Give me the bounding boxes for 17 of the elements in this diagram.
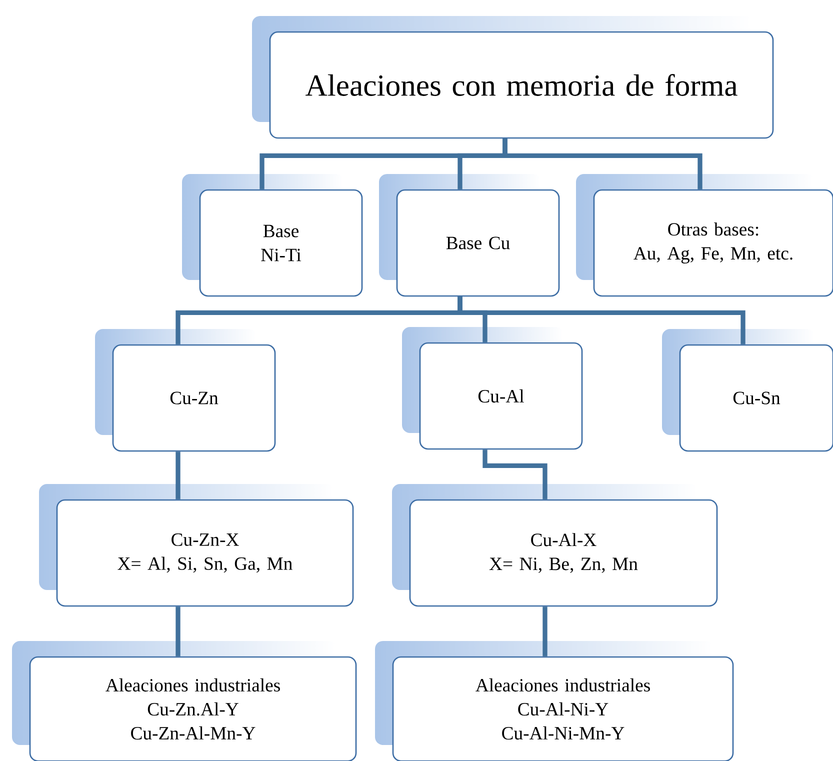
classification-box: Aleaciones con memoria de forma	[269, 31, 774, 139]
classification-box: Otras bases: Au, Ag, Fe, Mn, etc.	[593, 189, 833, 297]
connector-line	[482, 450, 548, 500]
connector-line	[176, 452, 180, 500]
classification-box: Cu-Zn-X X= Al, Si, Sn, Ga, Mn	[56, 499, 354, 607]
classification-box: Cu-Al-X X= Ni, Be, Zn, Mn	[409, 499, 718, 607]
connector-line	[176, 606, 180, 656]
classification-box: Cu-Sn	[679, 344, 833, 452]
classification-box: Base Cu	[396, 189, 560, 297]
connector-line	[458, 296, 746, 344]
classification-box: Base Ni-Ti	[199, 189, 363, 297]
classification-box: Cu-Zn	[112, 344, 276, 452]
connector-line	[502, 138, 702, 190]
classification-box: Aleaciones industriales Cu-Al-Ni-Y Cu-Al-Ni-Mn-Y	[392, 656, 734, 761]
classification-box: Aleaciones industriales Cu-Zn.Al-Y Cu-Zn-Al-Mn-Y	[29, 656, 357, 761]
classification-box: Cu-Al	[419, 342, 583, 450]
connector-line	[542, 606, 548, 656]
